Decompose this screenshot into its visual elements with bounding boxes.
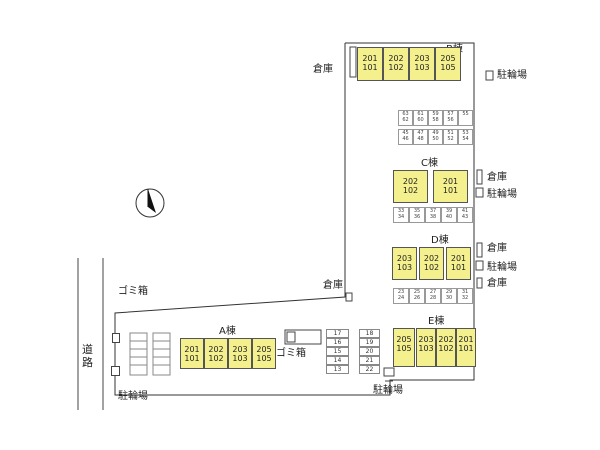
trash-bin-icon	[112, 333, 120, 343]
souko-center-box	[345, 292, 353, 302]
souko-bottom-box	[383, 367, 395, 377]
gomi-label-center: ゴミ箱	[276, 348, 306, 359]
bike-parking-label-bottom: 駐輪場	[373, 385, 403, 396]
bike-parking-label-b: 駐輪場	[497, 70, 527, 81]
parking-slot: 22	[359, 365, 380, 374]
souko-label-b: 倉庫	[313, 64, 333, 75]
parking-slot: 16	[326, 338, 349, 347]
parking-slot: 14	[326, 356, 349, 365]
parking-slot: 21	[359, 356, 380, 365]
bike-parking-label-d: 駐輪場	[487, 262, 517, 273]
north-arrow-icon	[148, 189, 156, 213]
parking-slot: 19	[359, 338, 380, 347]
parking-slot: 15	[326, 347, 349, 356]
parking-slot: 17	[326, 329, 349, 338]
souko-b-box	[349, 46, 357, 78]
building-c-title: C棟	[421, 158, 438, 169]
parking-slot: 55	[458, 110, 473, 126]
site-boundary	[114, 42, 475, 396]
souko-label-d2: 倉庫	[487, 278, 507, 289]
parking-slot: 13	[326, 365, 349, 374]
parking-slot: 20	[359, 347, 380, 356]
compass-circle	[135, 188, 165, 218]
building-a-title: A棟	[219, 326, 236, 337]
bike-parking-label-c: 駐輪場	[487, 189, 517, 200]
parking-slot: 18	[359, 329, 380, 338]
bicycle-parking-icon	[111, 366, 120, 376]
building-d-title: D棟	[431, 235, 449, 246]
left-parking-column	[152, 332, 171, 376]
building-e-title: E棟	[428, 316, 445, 327]
souko-label-c: 倉庫	[487, 172, 507, 183]
souko-label-center: 倉庫	[323, 280, 343, 291]
gomi-box-inner	[286, 331, 296, 343]
bike-parking-label-left: 駐輪場	[118, 391, 148, 402]
souko-label-d1: 倉庫	[487, 243, 507, 254]
road-label: 道路	[82, 343, 93, 369]
gomi-label-left: ゴミ箱	[118, 286, 148, 297]
